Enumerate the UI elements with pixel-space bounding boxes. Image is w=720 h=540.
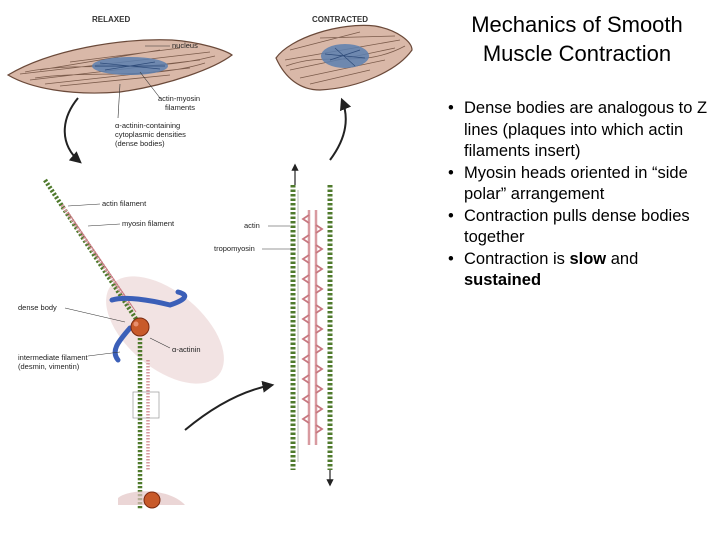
label-actin-filament: actin filament bbox=[102, 199, 147, 208]
label-dense-body: dense body bbox=[18, 303, 57, 312]
smooth-muscle-diagram: RELAXED nucleus actin-myosin filaments α… bbox=[6, 15, 413, 510]
dense-body-icon bbox=[130, 317, 150, 337]
label-alpha-actinin-3: (dense bodies) bbox=[115, 139, 165, 148]
label-intermediate-filament-1: intermediate filament bbox=[18, 353, 89, 362]
bullet-item: • Myosin heads oriented in “side polar” a… bbox=[446, 163, 708, 206]
myosin-heads-right bbox=[315, 224, 324, 434]
relaxed-caption: RELAXED bbox=[92, 15, 130, 24]
slide-title: Mechanics of Smooth Muscle Contraction bbox=[446, 10, 708, 68]
bullet-text: Myosin heads oriented in “side polar” ar… bbox=[464, 163, 688, 204]
relaxed-to-detail-arrow bbox=[63, 97, 82, 164]
bullet-text-bold: slow bbox=[569, 249, 607, 268]
label-nucleus: nucleus bbox=[172, 41, 198, 50]
relaxed-cell bbox=[6, 39, 234, 94]
bullet-item: • Dense bodies are analogous to Z lines (… bbox=[446, 98, 708, 163]
contracted-return-arrow bbox=[329, 97, 352, 161]
slide-title-line-1: Mechanics of Smooth bbox=[471, 12, 683, 37]
label-intermediate-filament-2: (desmin, vimentin) bbox=[18, 362, 80, 371]
contracted-cell bbox=[275, 24, 413, 91]
bullet-text: and bbox=[606, 249, 639, 268]
bullet-text: Dense bodies are analogous to Z lines (p… bbox=[464, 99, 708, 160]
detail-box bbox=[132, 391, 160, 419]
label-tropomyosin: tropomyosin bbox=[214, 244, 255, 253]
intermediate-filament-b bbox=[112, 325, 133, 363]
bullet-list: • Dense bodies are analogous to Z lines (… bbox=[446, 98, 708, 292]
myosin-filament-upper bbox=[60, 204, 132, 306]
myosin-heads-left bbox=[301, 214, 310, 424]
bullet-text-bold: sustained bbox=[464, 271, 542, 289]
label-alpha-actinin-2: cytoplasmic densities bbox=[115, 130, 186, 139]
bullet-text: Contraction is bbox=[464, 249, 570, 268]
label-alpha-actinin: α-actinin bbox=[172, 345, 201, 354]
bullet-dot: • bbox=[448, 99, 454, 117]
intermediate-filament-a bbox=[109, 289, 188, 308]
cell-membrane-section bbox=[106, 276, 224, 384]
label-myosin-filament: myosin filament bbox=[122, 219, 175, 228]
label-actin-myosin-2: filaments bbox=[165, 103, 195, 112]
bullet-dot: • bbox=[448, 163, 454, 182]
label-alpha-actinin-1: α-actinin-containing bbox=[115, 121, 180, 130]
membrane-dense-body-icon bbox=[143, 491, 161, 509]
bullet-dot: • bbox=[448, 249, 454, 268]
bullet-dot: • bbox=[448, 206, 454, 225]
label-actin: actin bbox=[244, 221, 260, 230]
detail-to-contracted-arrow bbox=[184, 380, 275, 431]
slide-title-line-2: Muscle Contraction bbox=[482, 41, 672, 66]
bullet-item: • Contraction is slow and sustained bbox=[446, 249, 708, 292]
bullet-item: • Contraction pulls dense bodies together bbox=[446, 206, 708, 249]
contracted-caption: CONTRACTED bbox=[312, 15, 368, 24]
label-actin-myosin-1: actin-myosin bbox=[158, 94, 200, 103]
bullet-text: Contraction pulls dense bodies together bbox=[464, 206, 690, 247]
